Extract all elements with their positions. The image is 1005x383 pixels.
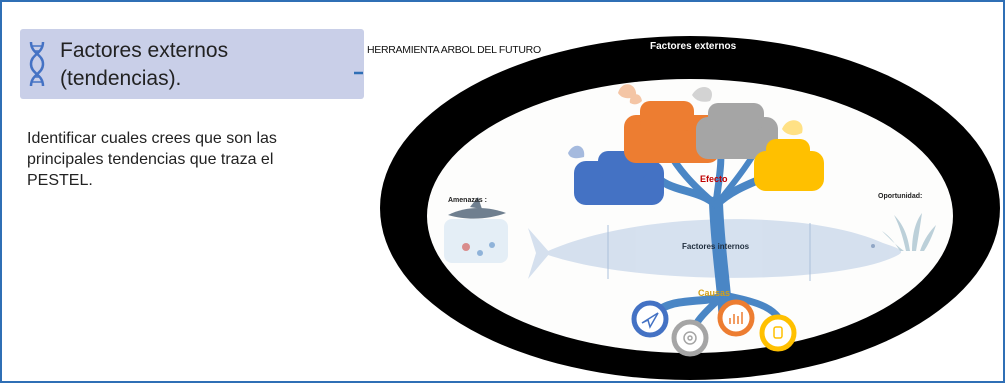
cloud-yellow bbox=[754, 139, 824, 191]
cloud-gray bbox=[696, 103, 778, 159]
dna-icon bbox=[29, 41, 45, 87]
cloud-orange bbox=[624, 101, 720, 163]
seaweed-illustration bbox=[882, 213, 936, 251]
slide-title: Factores externos (tendencias). bbox=[60, 37, 228, 93]
title-box: Factores externos (tendencias). bbox=[20, 29, 364, 99]
future-tree-diagram: Factores externos Amenazas : Oportunidad… bbox=[378, 33, 1003, 381]
instruction-text: Identificar cuales crees que son las pri… bbox=[27, 130, 277, 189]
cause-glyphs bbox=[641, 312, 783, 345]
title-line-2: (tendencias). bbox=[60, 67, 182, 90]
cause-icons bbox=[631, 299, 797, 357]
diagram-graphic bbox=[380, 36, 1000, 380]
inner-ellipse bbox=[427, 79, 953, 353]
internal-factors-label: Factores internos bbox=[682, 242, 750, 251]
tool-label: HERRAMIENTA ARBOL DEL FUTURO bbox=[367, 44, 541, 56]
shark-illustration bbox=[444, 197, 508, 263]
outer-label: Factores externos bbox=[650, 41, 737, 52]
title-line-1: Factores externos bbox=[60, 39, 229, 62]
causes-label: Causas bbox=[698, 288, 731, 298]
leaves bbox=[568, 84, 803, 159]
effect-label: Efecto bbox=[700, 174, 728, 184]
threats-label: Amenazas : bbox=[448, 197, 487, 204]
opportunity-label: Oportunidad: bbox=[878, 193, 923, 200]
